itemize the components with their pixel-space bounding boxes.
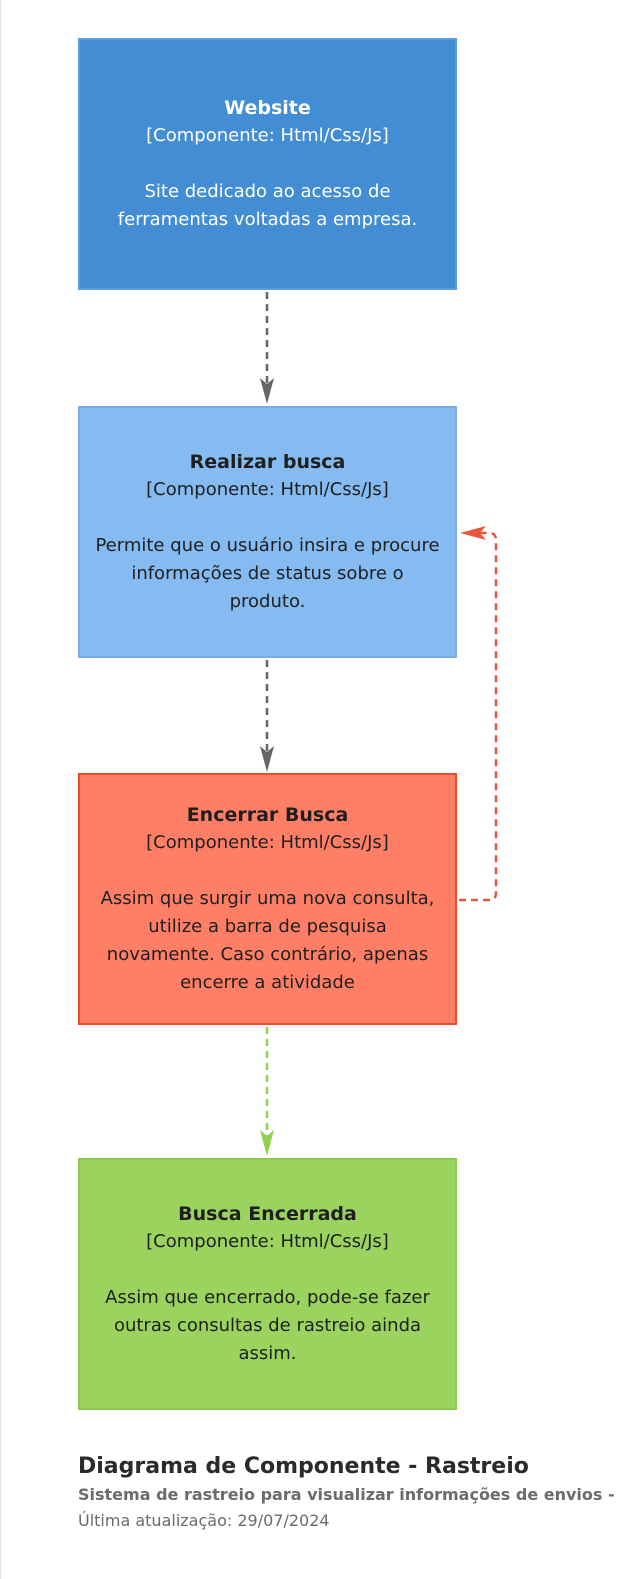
last-updated: Última atualização: 29/07/2024 xyxy=(78,1511,330,1530)
node-description: Permite que o usuário insira e procure i… xyxy=(95,535,440,612)
node-name: Realizar busca xyxy=(189,451,346,473)
node-technology: [Componente: Html/Css/Js] xyxy=(146,479,389,500)
diagram-title: Diagrama de Componente - Rastreio xyxy=(78,1454,529,1479)
node-name: Encerrar Busca xyxy=(186,804,349,826)
node-technology: [Componente: Html/Css/Js] xyxy=(146,832,389,853)
node-name: Busca Encerrada xyxy=(178,1203,357,1225)
node-name: Website xyxy=(224,97,311,119)
edge-encerrar-busca-to-realizar-busca xyxy=(459,526,498,902)
node-description: Assim que surgir uma nova consulta, util… xyxy=(100,888,435,993)
node-technology: [Componente: Html/Css/Js] xyxy=(146,125,389,146)
node-website: Website [Componente: Html/Css/Js] Site d… xyxy=(78,38,457,290)
edge-realizar-busca-to-encerrar-busca xyxy=(260,660,274,772)
edge-website-to-realizar-busca xyxy=(260,292,274,404)
node-description: Assim que encerrado, pode-se fazer outra… xyxy=(105,1287,430,1364)
diagram-subtitle: Sistema de rastreio para visualizar info… xyxy=(78,1485,615,1504)
node-description: Site dedicado ao acesso de ferramentas v… xyxy=(117,181,418,230)
edge-encerrar-busca-to-busca-encerrada xyxy=(260,1027,274,1156)
canvas-left-border xyxy=(0,0,1,1579)
node-encerrar-busca: Encerrar Busca [Componente: Html/Css/Js]… xyxy=(78,773,457,1025)
diagram-legend: Diagrama de Componente - Rastreio Sistem… xyxy=(78,1452,618,1534)
node-realizar-busca: Realizar busca [Componente: Html/Css/Js]… xyxy=(78,406,457,658)
node-busca-encerrada: Busca Encerrada [Componente: Html/Css/Js… xyxy=(78,1158,457,1410)
node-technology: [Componente: Html/Css/Js] xyxy=(146,1231,389,1252)
